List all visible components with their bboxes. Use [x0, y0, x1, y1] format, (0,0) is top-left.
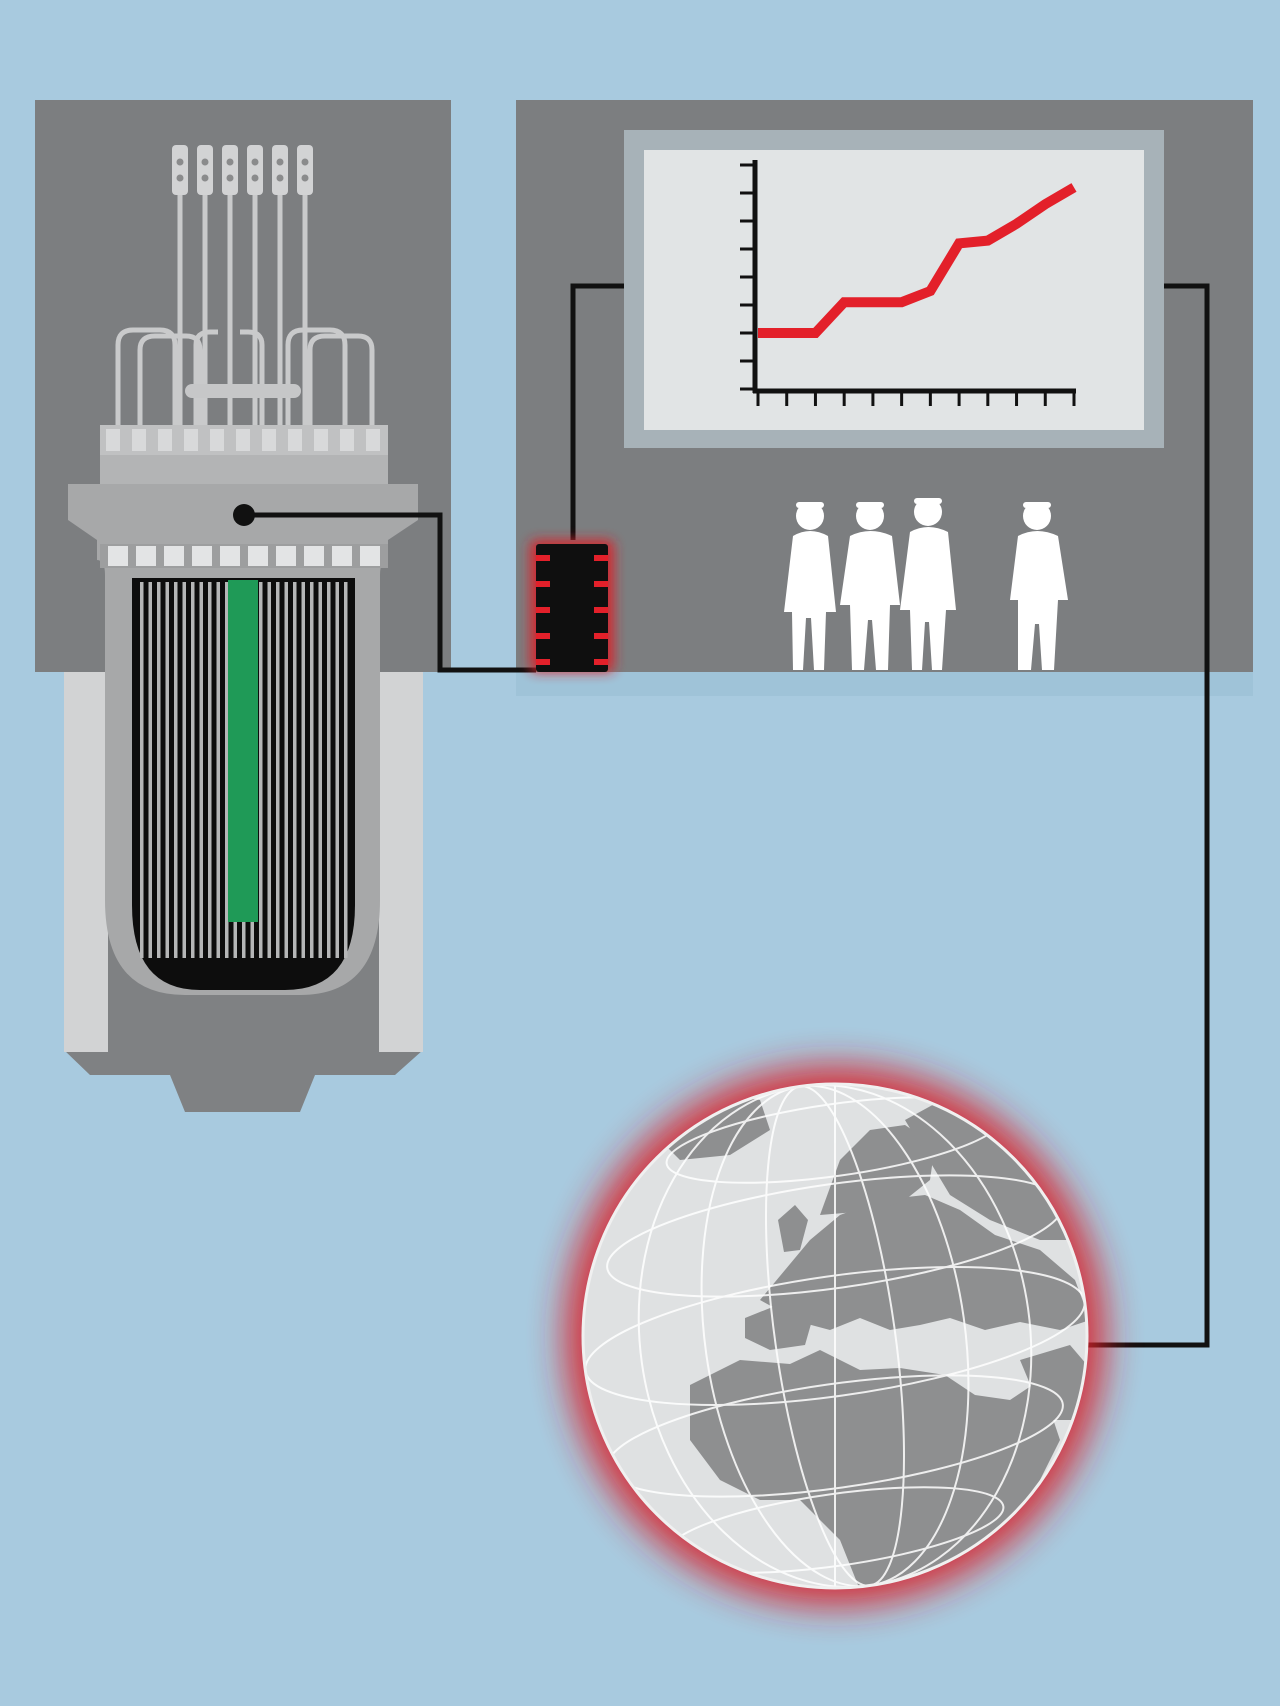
head-slot: [158, 429, 172, 451]
cable-chip-to-monitor: [570, 283, 624, 540]
vessel-slot: [220, 546, 240, 566]
rod-terminal: [247, 145, 263, 430]
europe: [760, 1195, 1087, 1330]
head-slot: [236, 429, 250, 451]
fuel-rod: [174, 582, 178, 958]
chip-pin: [536, 607, 550, 613]
fuel-rod: [182, 582, 186, 958]
fuel-rod: [335, 582, 339, 958]
chip-pin: [594, 633, 608, 639]
head-slot: [314, 429, 328, 451]
vessel-slot: [164, 546, 184, 566]
person-2: [840, 502, 900, 670]
rod-terminal: [272, 145, 288, 430]
control-rod-drive-assembly: [100, 145, 388, 485]
head-slot: [366, 429, 380, 451]
fuel-rod: [276, 582, 280, 958]
fuel-rod: [208, 582, 212, 958]
head-slots: [106, 429, 380, 451]
drive-pipes: [115, 327, 375, 430]
fuel-rod: [259, 582, 263, 958]
control-rod: [228, 580, 258, 922]
trend-line: [758, 183, 1077, 338]
fuel-rod: [225, 582, 229, 958]
x-ticks: [756, 391, 1076, 406]
head-slot: [210, 429, 224, 451]
chip-pin: [536, 581, 550, 587]
reactor-vessel: [68, 484, 418, 995]
fuel-rod: [165, 582, 169, 958]
fuel-rod: [327, 582, 331, 958]
vessel-slots: [108, 546, 380, 566]
iberia: [745, 1300, 815, 1350]
sensor-chip: [530, 540, 614, 672]
vessel-slot: [360, 546, 380, 566]
head-slot: [262, 429, 276, 451]
vessel-slot: [108, 546, 128, 566]
vessel-slot: [304, 546, 324, 566]
rod-terminal: [297, 145, 313, 430]
fuel-rod: [140, 582, 144, 958]
chip-pin: [536, 633, 550, 639]
person-4: [1010, 502, 1068, 670]
chip-pin: [594, 555, 608, 561]
people-silhouettes: [784, 498, 1068, 670]
y-ticks: [740, 163, 755, 391]
fuel-rod: [157, 582, 161, 958]
head-slot: [340, 429, 354, 451]
cable-reactor-to-chip: [244, 512, 536, 673]
control-room-panel: [516, 100, 1253, 696]
rod-terminal: [222, 145, 238, 430]
fuel-rod: [267, 582, 271, 958]
vessel-slot: [276, 546, 296, 566]
reactor-panel: [35, 100, 451, 1112]
person-3: [900, 498, 956, 670]
globe: [565, 1066, 1105, 1606]
rod-terminals: [172, 145, 313, 430]
fuel-rod: [293, 582, 297, 958]
vessel-slot: [332, 546, 352, 566]
vessel-slot: [136, 546, 156, 566]
chip-pin: [594, 607, 608, 613]
fuel-rod: [301, 582, 305, 958]
cable-monitor-to-globe: [1084, 283, 1210, 1348]
british-isles: [778, 1205, 808, 1252]
fuel-rod: [284, 582, 288, 958]
rod-terminal: [197, 145, 213, 430]
containment-left-pillar: [64, 672, 108, 1052]
chip-pin: [594, 581, 608, 587]
fuel-rod: [318, 582, 322, 958]
fuel-rod: [216, 582, 220, 958]
chip-pin: [536, 659, 550, 665]
chip-pin: [594, 659, 608, 665]
rod-terminal: [172, 145, 188, 430]
fuel-rod: [148, 582, 152, 958]
head-slot: [132, 429, 146, 451]
head-slot: [288, 429, 302, 451]
person-1: [784, 502, 836, 670]
containment-right-pillar: [379, 672, 423, 1052]
chip-pin: [536, 555, 550, 561]
control-room-floor: [516, 672, 1253, 696]
globe-outline: [581, 1082, 1089, 1590]
fuel-rod: [199, 582, 203, 958]
data-cables: [244, 283, 1210, 1348]
vessel-slot: [192, 546, 212, 566]
trend-chart: [740, 160, 1077, 406]
fuel-rod: [310, 582, 314, 958]
head-slot: [184, 429, 198, 451]
fuel-rod: [344, 582, 348, 958]
chip-pins: [536, 555, 608, 665]
head-slot: [106, 429, 120, 451]
vessel-slot: [248, 546, 268, 566]
fuel-rod: [191, 582, 195, 958]
